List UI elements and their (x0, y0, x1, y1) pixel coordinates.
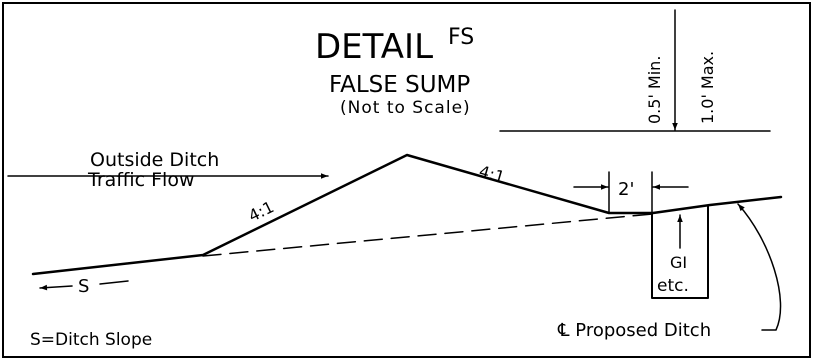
centerline-leader (737, 203, 782, 331)
ditch-slope-symbol: S (78, 276, 89, 297)
scale-note: (Not to Scale) (340, 98, 471, 118)
inlet-label-etc: etc. (657, 276, 689, 296)
width-dimension-label: 2' (618, 179, 634, 200)
inlet-box (651, 205, 709, 299)
detail-subtitle: FALSE SUMP (329, 72, 470, 98)
ditch-slope-tail (99, 280, 129, 285)
slope-label-right: 4:1 (477, 162, 507, 187)
detail-code: FS (448, 25, 474, 50)
centerline-label: ℄ Proposed Ditch (557, 320, 711, 341)
detail-title: DETAIL (315, 27, 433, 67)
frame-border (2, 2, 811, 358)
flow-label-outside-ditch: Outside Ditch (90, 149, 219, 171)
inlet-label-gi: GI (670, 253, 687, 272)
ditch-slope-arrow (39, 284, 73, 291)
original-ditch-line (202, 213, 653, 257)
depth-max-label: 1.0' Max. (698, 51, 717, 124)
depth-min-label: 0.5' Min. (645, 56, 664, 124)
flow-label-traffic-flow: Traffic Flow (87, 169, 195, 191)
ditch-slope-legend: S=Ditch Slope (30, 330, 152, 350)
